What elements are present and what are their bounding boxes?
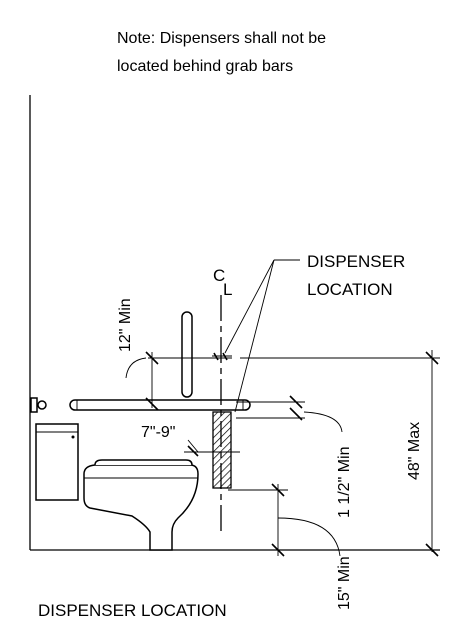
dim-15-min: 15" Min — [228, 483, 353, 610]
dim-7-9-label: 7"-9" — [141, 424, 175, 441]
callout-leaders — [224, 259, 300, 413]
callout-line-1: DISPENSER — [307, 252, 405, 271]
note-line-1: Note: Dispensers shall not be — [117, 30, 326, 47]
dim-12-min-label: 12" Min — [117, 298, 134, 352]
dim-1-5-min-label: 1 1/2" Min — [336, 447, 353, 519]
paper-holder-icon — [30, 397, 47, 413]
centerline-l: L — [223, 280, 232, 299]
dim-12-min: 12" Min — [117, 298, 232, 411]
horizontal-grab-bar — [69, 399, 251, 411]
dim-48-max-label: 48" Max — [406, 422, 423, 480]
dispenser-marks — [212, 352, 232, 361]
centerline-c: C — [213, 266, 225, 285]
dim-48-max: 48" Max — [240, 350, 440, 557]
callout-line-2: LOCATION — [307, 280, 393, 299]
centerline: C L — [213, 266, 232, 532]
dim-1-5-min: 1 1/2" Min — [236, 395, 353, 519]
dim-7-9: 7"-9" — [141, 424, 240, 457]
dim-15-min-label: 15" Min — [336, 556, 353, 610]
dispenser — [212, 411, 232, 489]
note-line-2: located behind grab bars — [117, 58, 293, 75]
vertical-grab-bar — [181, 311, 193, 398]
caption: DISPENSER LOCATION — [38, 601, 227, 620]
toilet-icon — [35, 423, 199, 551]
